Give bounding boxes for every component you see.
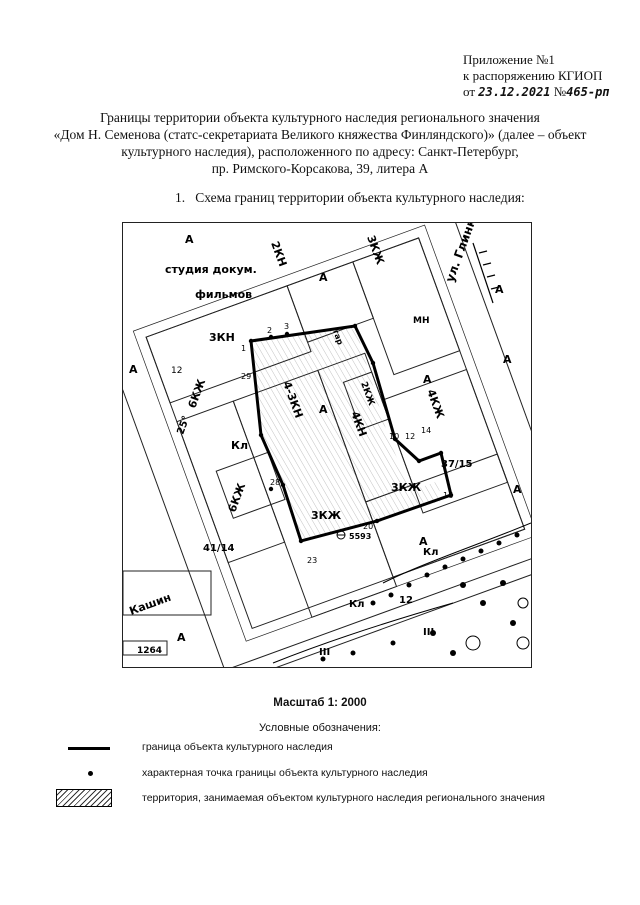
plaque-left: 41/14 (203, 543, 235, 554)
map-label-studio2: фильмов (195, 288, 252, 301)
point-label-1: 1 (241, 344, 246, 353)
map-label-kl: Кл (231, 439, 248, 452)
appendix-line3: от 23.12.2021 №465-рп (463, 84, 610, 100)
point-label-10: 10 (389, 432, 399, 441)
street-label: ул. Глинки (443, 223, 482, 284)
park-roman3: III (319, 647, 330, 658)
map-label-kzh6-2: 6КЖ (186, 377, 209, 410)
point-label-20: 20 (363, 522, 373, 531)
map-label-zkn: 3КН (209, 331, 235, 344)
title-line4: пр. Римского-Корсакова, 39, литера А (211, 161, 429, 176)
map-label-studio: студия докум. (165, 263, 257, 276)
point-label-23: 23 (307, 556, 317, 565)
point-label-2: 2 (267, 326, 272, 335)
appendix-from: от (463, 84, 476, 99)
map-label-zkzh-2: 3КЖ (391, 481, 422, 494)
number-12: 12 (171, 366, 182, 376)
street-a-5: А (177, 631, 186, 644)
map-drawing: 1 2 3 10 12 14 16 20 23 28 29 студия док… (123, 223, 531, 667)
appendix-line2: к распоряжению КГИОП (463, 68, 603, 83)
boundary-point-labels: 1 2 3 10 12 14 16 20 23 28 29 (241, 322, 453, 565)
map-label-a-main: А (319, 403, 328, 416)
code-bottom: 1264 (137, 646, 162, 656)
heritage-territory-hatch (251, 326, 441, 541)
street-a-1: А (513, 483, 522, 496)
legend-text-boundary-point: характерная точка границы объекта культу… (142, 767, 428, 779)
height-mark: 5593 (349, 532, 371, 541)
point-label-12: 12 (405, 432, 415, 441)
map-label-a-center: А (423, 373, 432, 386)
map-scale: Масштаб 1: 2000 (273, 697, 367, 709)
park-area: 12 III III Кл Кл (272, 522, 531, 664)
street-a-4: А (129, 363, 138, 376)
map-label-a-top: А (319, 271, 328, 284)
angle-label: 25° (175, 414, 192, 436)
legend-text-hatched-territory: территория, занимаемая объектом культурн… (142, 792, 545, 804)
boundary-point-icon (88, 771, 93, 776)
boundary-line-icon (68, 747, 110, 750)
appendix-number-sign: № (553, 84, 567, 99)
map-label-kzh4: 4КЖ (424, 388, 447, 421)
appendix-header: Приложение №1 к распоряжению КГИОП от 23… (463, 52, 610, 100)
legend-title: Условные обозначения: (259, 722, 381, 734)
title-line3: культурного наследия), расположенного по… (121, 144, 519, 159)
title-line2: «Дом Н. Семенова (статс-секретариата Вел… (53, 127, 587, 142)
boundary-map: 1 2 3 10 12 14 16 20 23 28 29 студия док… (122, 222, 532, 668)
map-label-kzh6: 6КЖ (226, 481, 249, 514)
point-label-29: 29 (241, 372, 251, 381)
appendix-date: 23.12.2021 (478, 85, 551, 99)
point-label-16: 16 (443, 491, 453, 500)
street-a-3: А (503, 353, 512, 366)
park-kl-2: Кл (349, 599, 365, 610)
hatched-territory-icon (56, 789, 112, 807)
park-roman3-2: III (423, 627, 434, 638)
map-label-kn2: 2КН (268, 240, 289, 269)
title-line1: Границы территории объекта культурного н… (100, 110, 540, 125)
street-a-2: А (495, 283, 504, 296)
kashin-label: Кашин (128, 591, 173, 618)
document-title: Границы территории объекта культурного н… (40, 109, 600, 177)
map-label-zkzh: 3КЖ (311, 509, 342, 522)
legend-text-boundary-line: граница объекта культурного наследия (142, 741, 333, 753)
street-a-6: А (419, 535, 428, 548)
park-number-12: 12 (399, 595, 413, 606)
tram-line (472, 242, 500, 304)
appendix-number: 465-рп (566, 85, 610, 99)
point-label-3: 3 (284, 322, 289, 331)
kashin-building (123, 570, 212, 616)
heritage-boundary-line (249, 324, 453, 543)
park-kl: Кл (423, 547, 439, 558)
map-label-mn: МН (413, 316, 430, 326)
boundary-points (248, 323, 454, 544)
plaque-right: 37/15 (441, 459, 473, 470)
section-heading: 1. Схема границ территории объекта культ… (175, 190, 525, 205)
point-label-14: 14 (421, 426, 431, 435)
map-label-zkzh-top: 3КЖ (364, 234, 387, 267)
appendix-line1: Приложение №1 (463, 52, 555, 67)
map-label-a-topleft: А (185, 233, 194, 246)
point-label-28: 28 (270, 478, 280, 487)
